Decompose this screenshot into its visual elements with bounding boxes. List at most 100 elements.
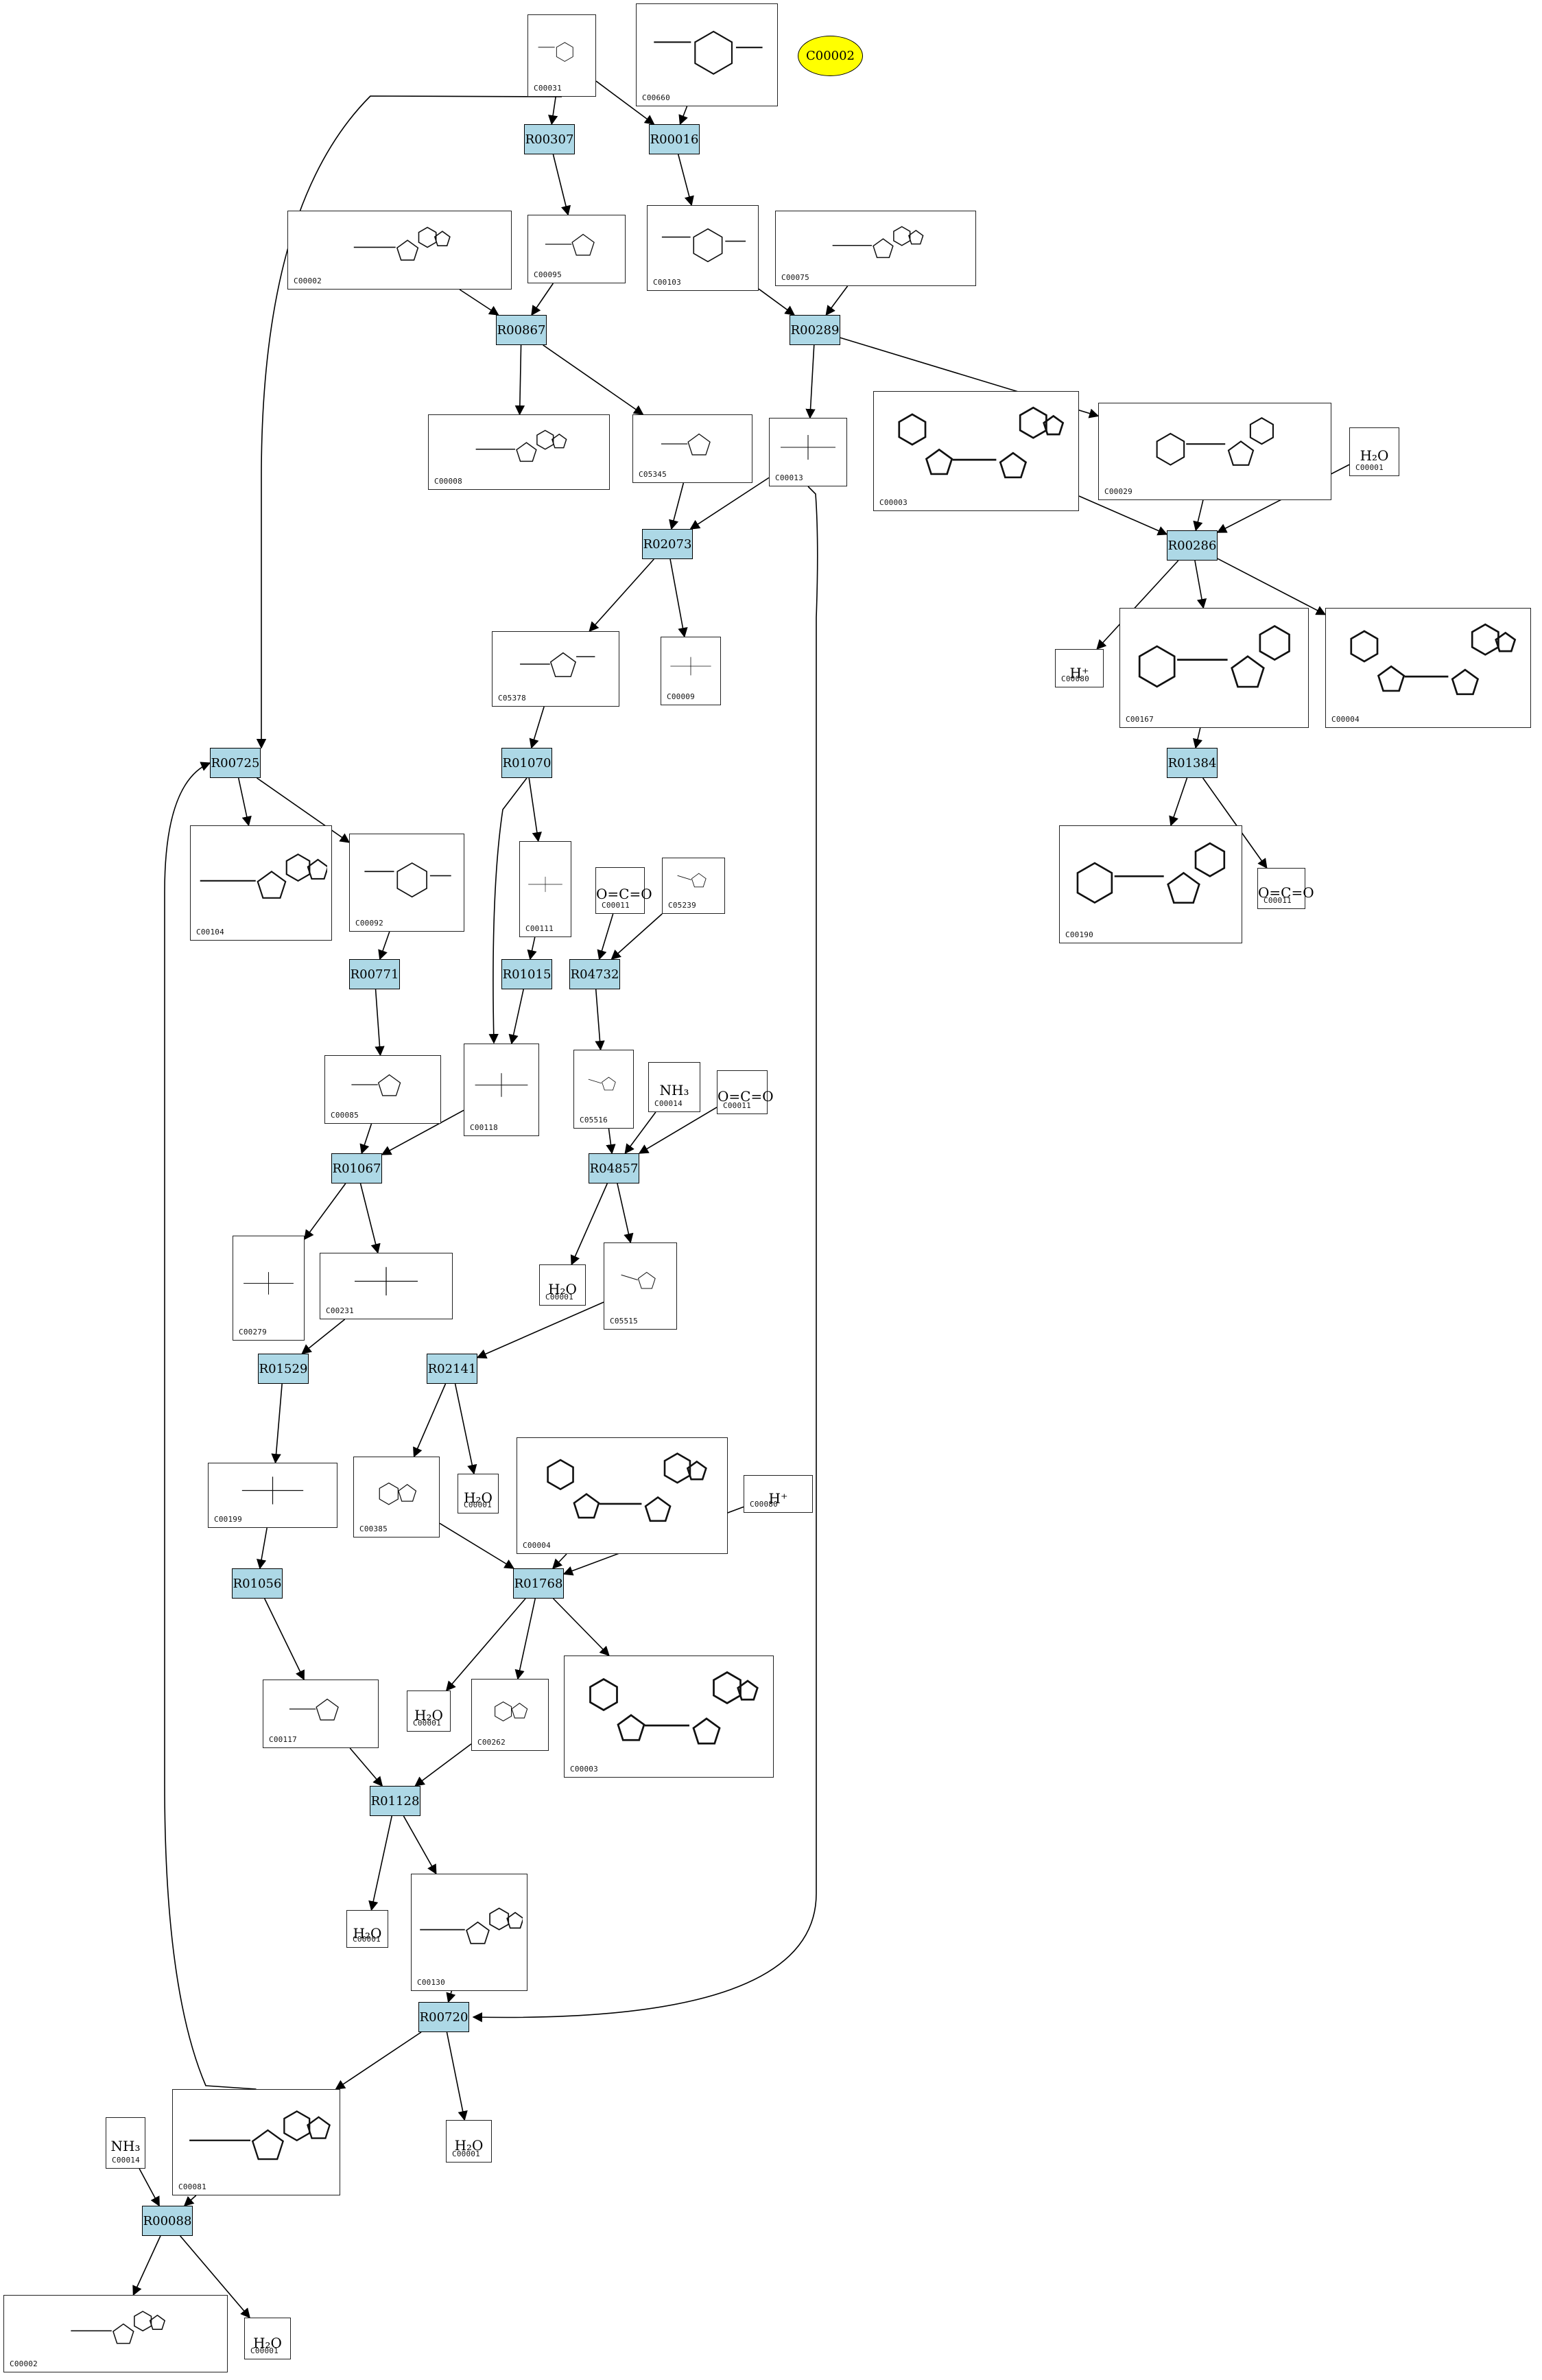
reaction-r00016[interactable]: R00016: [649, 124, 700, 154]
edge-R00088-to-C00002: [132, 2235, 161, 2296]
edge-C00075-to-R00289: [825, 285, 849, 316]
reaction-r01128[interactable]: R01128: [370, 1786, 420, 1816]
compound-c00262[interactable]: C00262: [471, 1679, 549, 1751]
compound-id: C00029: [1104, 487, 1132, 496]
compound-c00385[interactable]: C00385: [353, 1457, 440, 1537]
edge-C00103-to-R00289: [758, 288, 796, 316]
compound-c05239[interactable]: C05239: [662, 858, 725, 914]
edge-R00720-to-C00001: [446, 2031, 468, 2121]
compound-c05516[interactable]: C05516: [573, 1050, 634, 1129]
structure-sketch: [1103, 408, 1327, 486]
compound-formula: NH₃: [659, 1082, 689, 1099]
edge-R02141-to-C00001: [454, 1383, 477, 1475]
edge-R01128-to-C00130: [403, 1815, 437, 1875]
reaction-r00720[interactable]: R00720: [418, 2002, 469, 2032]
compound-c00111[interactable]: C00111: [519, 841, 571, 937]
reaction-r00286[interactable]: R00286: [1167, 530, 1218, 561]
edge-R04857-to-C00001: [570, 1183, 608, 1266]
compound-c00279[interactable]: C00279: [233, 1236, 305, 1341]
reaction-r01070[interactable]: R01070: [501, 748, 552, 778]
reaction-r01529[interactable]: R01529: [258, 1354, 309, 1384]
compound-c00104[interactable]: C00104: [190, 825, 332, 941]
compound-id: C00001: [464, 1500, 492, 1509]
compound-c00075[interactable]: C00075: [775, 211, 976, 286]
reaction-r00771[interactable]: R00771: [349, 959, 400, 989]
reaction-r00307[interactable]: R00307: [524, 124, 575, 154]
compound-c00004[interactable]: C00004: [517, 1437, 728, 1554]
compound-c00081[interactable]: C00081: [172, 2089, 340, 2195]
structure-sketch: [1330, 613, 1526, 714]
reaction-r00289[interactable]: R00289: [790, 315, 840, 345]
reaction-r04732[interactable]: R04732: [569, 959, 620, 989]
edge-R00286-to-C00004: [1217, 558, 1327, 615]
compound-c00190[interactable]: C00190: [1059, 825, 1242, 943]
edge-C00111-to-R01015: [527, 936, 537, 961]
compound-c00008[interactable]: C00008: [428, 414, 610, 490]
edge-C00085-to-R01067: [359, 1123, 372, 1155]
compound-id: C00002: [10, 2359, 38, 2368]
compound-c00013[interactable]: C00013: [769, 418, 847, 486]
reaction-r04857[interactable]: R04857: [589, 1153, 639, 1183]
compound-id: C00085: [331, 1111, 359, 1120]
edge-C00031-to-R00016: [595, 80, 655, 125]
reaction-r00725[interactable]: R00725: [210, 748, 261, 778]
compound-c00660[interactable]: C00660: [636, 3, 778, 106]
compound-c00031[interactable]: C00031: [527, 14, 596, 97]
compound-c00231[interactable]: C00231: [320, 1253, 453, 1319]
compound-c00103[interactable]: C00103: [647, 205, 759, 291]
edge-C00231-to-R01529: [301, 1319, 346, 1354]
edge-R01529-to-C00199: [271, 1383, 283, 1464]
compound-c00118[interactable]: C00118: [464, 1044, 539, 1136]
compound-c00004[interactable]: C00004: [1325, 608, 1531, 728]
reaction-r00088[interactable]: R00088: [142, 2206, 193, 2236]
compound-c05378[interactable]: C05378: [492, 631, 619, 707]
edge-C00117-to-R01128: [349, 1747, 383, 1787]
compound-c00085[interactable]: C00085: [324, 1055, 441, 1124]
compound-id: C00104: [196, 928, 224, 936]
reaction-r02073[interactable]: R02073: [642, 529, 693, 559]
compound-c00199[interactable]: C00199: [208, 1463, 337, 1528]
structure-sketch: [608, 1247, 672, 1315]
compound-c00092[interactable]: C00092: [349, 834, 464, 932]
compound-c00095[interactable]: C00095: [527, 215, 626, 283]
compound-id: C00008: [434, 477, 462, 486]
reaction-r01067[interactable]: R01067: [331, 1153, 382, 1183]
compound-id: C00130: [417, 1978, 445, 1987]
compound-c00029[interactable]: C00029: [1098, 403, 1331, 500]
reaction-r01056[interactable]: R01056: [232, 1568, 283, 1599]
highlighted-compound-ellipse[interactable]: C00002: [798, 36, 863, 76]
compound-c00130[interactable]: C00130: [411, 1874, 527, 1991]
compound-c00080[interactable]: H⁺C00080: [1055, 649, 1104, 687]
reaction-r02141[interactable]: R02141: [427, 1354, 477, 1384]
compound-id: C00660: [642, 93, 670, 102]
compound-c00167[interactable]: C00167: [1119, 608, 1309, 728]
reaction-r01015[interactable]: R01015: [501, 959, 552, 989]
compound-c05345[interactable]: C05345: [632, 414, 752, 483]
compound-c00117[interactable]: C00117: [263, 1680, 379, 1748]
edge-C00118-to-R01067: [381, 1109, 464, 1155]
compound-c00003[interactable]: C00003: [564, 1656, 774, 1778]
edge-R01128-to-C00001: [368, 1815, 393, 1911]
compound-c00080[interactable]: H⁺C00080: [744, 1475, 813, 1513]
compound-c00002[interactable]: C00002: [287, 211, 512, 290]
compound-c00009[interactable]: C00009: [661, 637, 721, 705]
reaction-r01384[interactable]: R01384: [1167, 748, 1218, 778]
compound-c00002[interactable]: C00002: [3, 2295, 228, 2372]
reaction-r00867[interactable]: R00867: [496, 315, 547, 345]
reaction-r01768[interactable]: R01768: [513, 1568, 564, 1599]
compound-c05515[interactable]: C05515: [604, 1242, 677, 1330]
compound-c00003[interactable]: C00003: [873, 391, 1079, 511]
compound-formula: NH₃: [110, 2138, 141, 2155]
